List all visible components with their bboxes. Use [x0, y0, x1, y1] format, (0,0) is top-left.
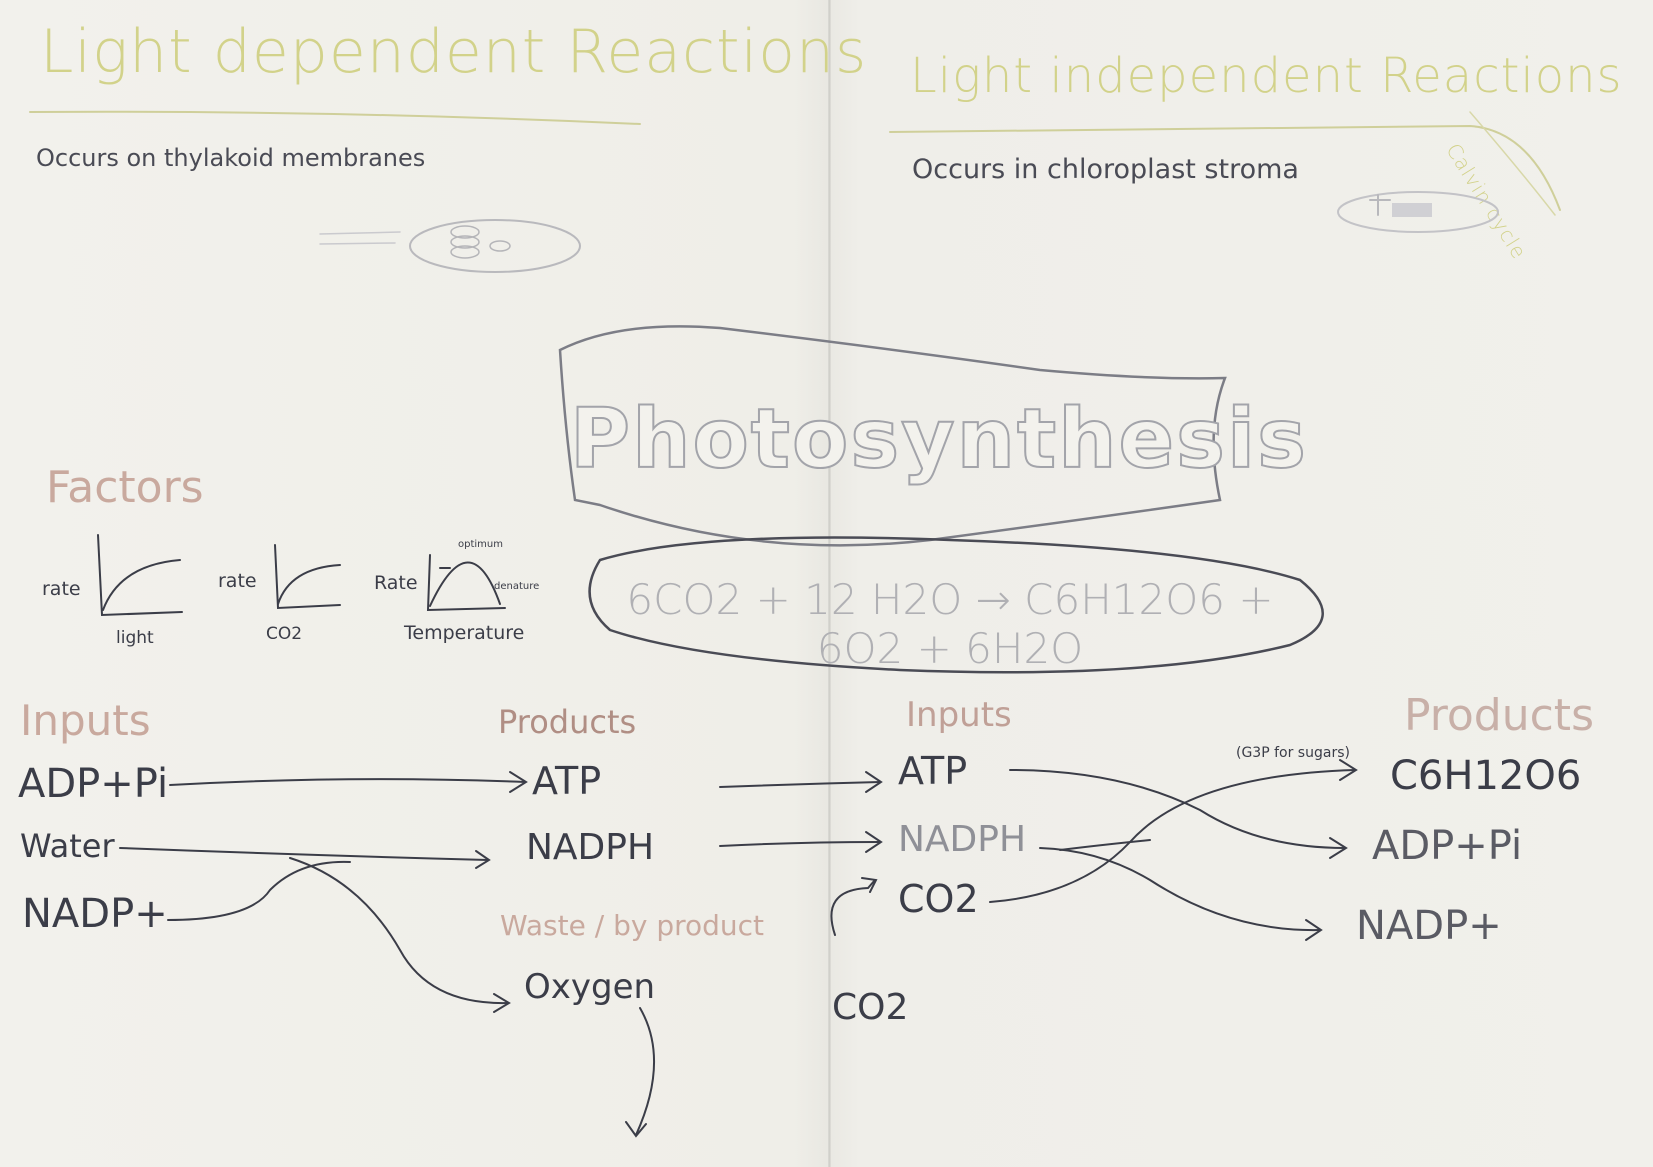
thylakoid-sketch [450, 225, 511, 259]
factors-heading: Factors [46, 462, 204, 513]
photosynthesis-banner: Photosynthesis [569, 391, 1308, 488]
right-product-glucose: C6H12O6 [1390, 753, 1582, 799]
right-product-adp: ADP+Pi [1372, 823, 1523, 869]
right-inputs-heading: Inputs [906, 695, 1012, 735]
page-fold [828, 0, 831, 1167]
left-input-adp: ADP+Pi [18, 761, 169, 807]
graph1-xlabel: light [116, 628, 154, 648]
graph1-ylabel: rate [42, 578, 81, 600]
graph2-ylabel: rate [218, 570, 257, 592]
right-input-co2: CO2 [898, 877, 979, 921]
right-location: Occurs in chloroplast stroma [912, 154, 1299, 185]
right-product-nadp: NADP+ [1356, 903, 1502, 949]
left-product-nadph: NADPH [526, 827, 655, 868]
left-products-heading: Products [498, 703, 637, 741]
g3p-note: (G3P for sugars) [1236, 745, 1350, 761]
right-products-heading: Products [1404, 690, 1594, 741]
left-waste-oxygen: Oxygen [524, 967, 656, 1007]
left-location: Occurs on thylakoid membranes [36, 144, 426, 172]
right-title: Light independent Reactions [910, 48, 1623, 104]
graph2-xlabel: CO2 [266, 624, 303, 644]
left-waste-heading: Waste / by product [500, 909, 765, 942]
right-input-atp: ATP [898, 749, 968, 793]
graph3-fall-label: denature [494, 581, 540, 592]
photosynthesis-equation: 6CO2 + 12 H2O → C6H12O6 + 6O2 + 6H2O [626, 575, 1274, 673]
left-inputs-heading: Inputs [20, 696, 151, 745]
graph3-ylabel: Rate [374, 572, 418, 594]
graph3-xlabel: Temperature [404, 622, 525, 644]
right-input-nadph: NADPH [898, 819, 1027, 860]
left-input-nadp: NADP+ [22, 891, 168, 937]
left-input-water: Water [20, 827, 115, 865]
external-co2: CO2 [832, 987, 909, 1028]
left-product-atp: ATP [532, 759, 602, 803]
left-title: Light dependent Reactions [40, 17, 868, 87]
graph3-peak-label: optimum [458, 539, 503, 550]
